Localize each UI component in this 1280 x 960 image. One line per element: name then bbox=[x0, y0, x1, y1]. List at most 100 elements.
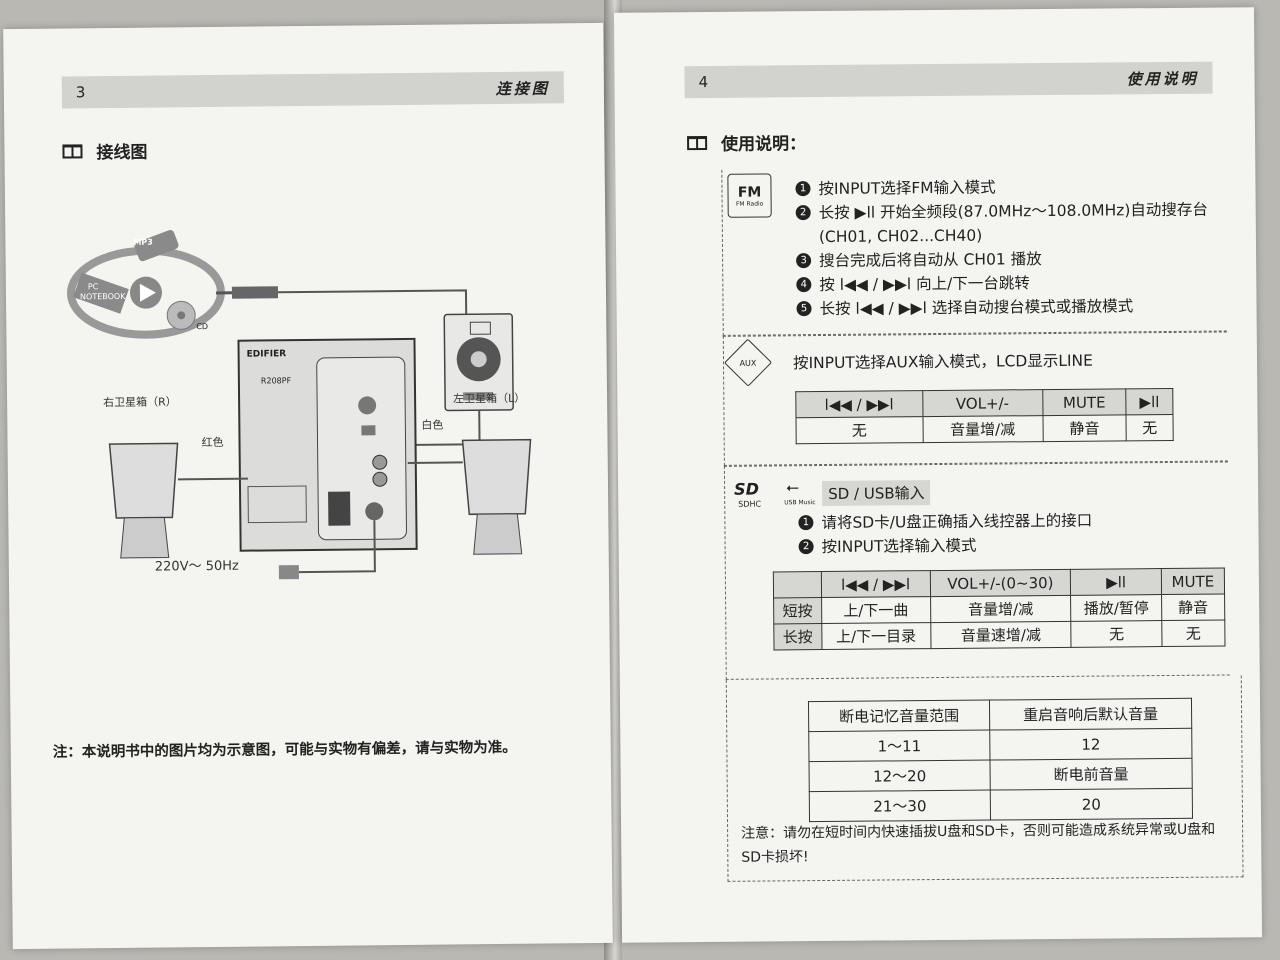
step-text: 按 l◀◀ / ▶▶l 向上/下一台跳转 bbox=[819, 274, 1030, 295]
notebook-label: NOTEBOOK bbox=[79, 291, 126, 302]
step-text: 请将SD卡/U盘正确插入线控器上的接口 bbox=[821, 511, 1093, 533]
table-row-label: 短按 bbox=[773, 597, 822, 624]
right-speaker-label: 右卫星箱（R） bbox=[103, 395, 177, 410]
play-triangle-icon bbox=[139, 283, 156, 302]
left-speaker-cable bbox=[407, 461, 463, 464]
list-item: 5 长按 l◀◀ / ▶▶l 选择自动搜台模式或播放模式 bbox=[796, 294, 1216, 322]
step-number: 5 bbox=[796, 301, 812, 317]
aux-button-table: l◀◀ / ▶▶l VOL+/- MUTE ▶ll 无 音量增/减 静音 无 bbox=[795, 388, 1174, 444]
left-section-title-text: 接线图 bbox=[96, 142, 148, 164]
step-text: 按INPUT选择FM输入模式 bbox=[818, 178, 996, 199]
left-speaker-stand bbox=[473, 513, 523, 555]
table-row: 短按 上/下一曲 音量增/减 播放/暂停 静音 bbox=[773, 594, 1225, 624]
rca-jack-bottom bbox=[372, 471, 388, 487]
step-number: 2 bbox=[795, 205, 811, 221]
table-cell: 21～30 bbox=[809, 790, 991, 822]
table-row: 1～11 12 bbox=[808, 728, 1192, 762]
step-number: 3 bbox=[796, 253, 812, 269]
table-header-cell: 断电记忆音量范围 bbox=[808, 700, 990, 732]
step-number: 2 bbox=[798, 539, 814, 555]
table-row: 断电记忆音量范围 重启音响后默认音量 bbox=[808, 698, 1192, 732]
table-cell: 静音 bbox=[1042, 414, 1127, 442]
sd-usb-title: SD / USB输入 bbox=[822, 480, 931, 507]
step-text: 长按 l◀◀ / ▶▶l 选择自动搜台模式或播放模式 bbox=[819, 297, 1134, 319]
power-label: 220V～ 50Hz bbox=[154, 558, 239, 575]
audio-cable bbox=[277, 289, 468, 315]
table-header-cell: MUTE bbox=[1042, 388, 1127, 416]
power-switch bbox=[328, 491, 351, 526]
left-page: 3 连接图 接线图 bbox=[3, 22, 613, 950]
table-header-cell: VOL+/- bbox=[922, 389, 1043, 417]
controller-center-button bbox=[470, 351, 487, 368]
right-section-title-text: 使用说明： bbox=[721, 134, 807, 155]
left-section-title: 接线图 bbox=[62, 138, 148, 164]
step-text: 长按 ▶ll 开始全频段(87.0MHz～108.0MHz)自动搜存台(CH01… bbox=[818, 200, 1208, 247]
right-header-title: 使用说明 bbox=[1126, 69, 1199, 88]
table-cell: 音量速增/减 bbox=[930, 621, 1072, 649]
aux-instruction: 按INPUT选择AUX输入模式，LCD显示LINE bbox=[792, 351, 1093, 373]
table-row: 长按 上/下一目录 音量速增/减 无 无 bbox=[773, 620, 1226, 650]
right-page: 4 使用说明 使用说明： FM FM Radio 1 按INPUT选择FM输入模式… bbox=[613, 7, 1263, 943]
step-number: 4 bbox=[796, 277, 812, 293]
volume-knob bbox=[358, 396, 377, 415]
table-cell: 音量增/减 bbox=[922, 415, 1043, 443]
book-icon bbox=[62, 143, 83, 159]
sdhc-label: SDHC bbox=[738, 499, 762, 509]
left-note: 注：本说明书中的图片均为示意图，可能与实物有偏差，请与实物为准。 bbox=[52, 739, 517, 761]
bass-knob bbox=[361, 425, 376, 436]
usb-icon: ⭠ bbox=[786, 477, 799, 497]
table-row: 12～20 断电前音量 bbox=[808, 758, 1193, 792]
controller-screen bbox=[469, 321, 491, 335]
power-plug-icon bbox=[278, 565, 299, 580]
power-cord bbox=[298, 520, 376, 574]
memory-volume-table: 断电记忆音量范围 重启音响后默认音量 1～11 12 12～20 断电前音量 2… bbox=[808, 698, 1193, 822]
table-cell: 音量增/减 bbox=[930, 595, 1072, 623]
left-page-number: 3 bbox=[75, 83, 86, 102]
controller-badge bbox=[463, 392, 494, 401]
right-speaker-head bbox=[108, 442, 179, 519]
table-header-cell bbox=[773, 571, 822, 598]
right-section-title: 使用说明： bbox=[687, 129, 806, 155]
step-number: 1 bbox=[798, 515, 814, 531]
list-item: 1 请将SD卡/U盘正确插入线控器上的接口 bbox=[798, 508, 1218, 536]
red-cable-label: 红色 bbox=[201, 435, 224, 450]
list-item: 4 按 l◀◀ / ▶▶l 向上/下一台跳转 bbox=[796, 270, 1216, 298]
table-header-cell: ▶ll bbox=[1070, 568, 1162, 596]
table-cell: 无 bbox=[1161, 620, 1226, 647]
fm-radio-icon: FM FM Radio bbox=[727, 173, 772, 218]
step-text: 搜台完成后将自动从 CH01 播放 bbox=[819, 250, 1042, 271]
table-header-cell: l◀◀ / ▶▶l bbox=[795, 390, 923, 418]
list-item: 2 长按 ▶ll 开始全频段(87.0MHz～108.0MHz)自动搜存台(CH0… bbox=[795, 198, 1216, 250]
table-cell: 1～11 bbox=[808, 730, 990, 762]
aux-icon-text: AUX bbox=[739, 358, 757, 368]
table-row-label: 长按 bbox=[773, 623, 822, 650]
table-row: l◀◀ / ▶▶l VOL+/-(0~30) ▶ll MUTE bbox=[773, 568, 1225, 598]
right-header: 4 使用说明 bbox=[684, 61, 1213, 99]
right-speaker-cable bbox=[177, 477, 248, 481]
rca-jack-top bbox=[372, 454, 388, 470]
usb-music-label: USB Music bbox=[784, 499, 816, 507]
table-header-cell: 重启音响后默认音量 bbox=[989, 698, 1192, 731]
pc-label: PC bbox=[87, 282, 99, 292]
mp3-device bbox=[134, 229, 179, 262]
table-cell: 上/下一曲 bbox=[821, 596, 931, 624]
table-header-cell: l◀◀ / ▶▶l bbox=[821, 570, 931, 598]
table-header-cell: VOL+/-(0~30) bbox=[929, 569, 1071, 597]
left-speaker-label: 左卫星箱（L） bbox=[453, 391, 526, 406]
table-cell: 上/下一目录 bbox=[821, 622, 931, 650]
table-header-cell: ▶ll bbox=[1125, 388, 1173, 415]
cd-label: CD bbox=[196, 322, 209, 332]
table-cell: 静音 bbox=[1161, 594, 1225, 621]
table-cell: 20 bbox=[990, 788, 1193, 821]
sd-card-icon: SD bbox=[734, 479, 760, 499]
fm-icon-subtext: FM Radio bbox=[735, 200, 764, 208]
notebook-device bbox=[73, 272, 129, 314]
table-cell: 12 bbox=[989, 728, 1192, 761]
mp3-label: MP3 bbox=[133, 237, 153, 247]
list-item: 3 搜台完成后将自动从 CH01 播放 bbox=[796, 246, 1216, 274]
right-page-number: 4 bbox=[698, 72, 709, 92]
book-icon bbox=[687, 135, 708, 150]
table-row: 21～30 20 bbox=[809, 788, 1193, 822]
